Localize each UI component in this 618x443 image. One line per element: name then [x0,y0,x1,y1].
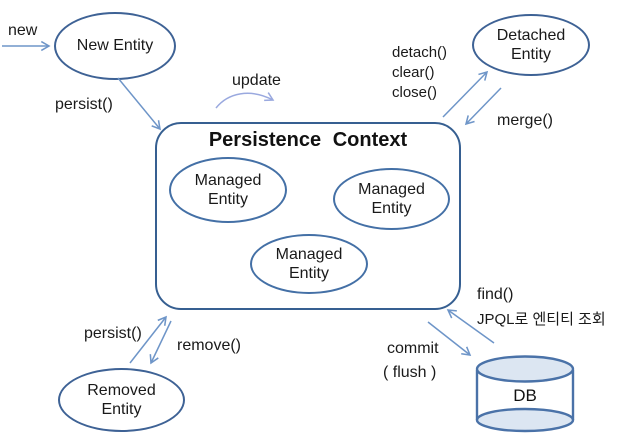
managed-entity-label: Managed Entity [358,180,425,217]
removed-entity-label: Removed Entity [87,381,156,418]
remove-arrow [149,320,172,365]
find-label: find() [477,286,514,303]
db-label: DB [513,386,537,405]
clear-label: clear() [392,64,435,81]
managed-entity-node-1: Managed Entity [169,157,287,223]
new-label: new [8,22,38,39]
removed-entity-node: Removed Entity [58,368,185,432]
detached-entity-label: Detached Entity [496,26,566,63]
database-cylinder: DB [474,353,576,437]
remove-label: remove() [177,337,242,354]
persistence-context-title: Persistence Context [208,129,408,151]
new-entity-label: New Entity [76,37,154,55]
new-entity-node: New Entity [54,12,176,80]
managed-entity-label: Managed Entity [194,171,262,208]
flush-label: ( flush ) [383,364,437,381]
detached-entity-node: Detached Entity [472,14,590,76]
update-arrow [215,92,275,109]
database-cylinder-shape [475,355,575,433]
persist-top-label: persist() [55,96,113,113]
commit-label: commit [387,340,439,357]
managed-entity-label: Managed Entity [275,245,343,282]
detach-arrow [442,70,489,118]
update-label: update [232,72,281,89]
managed-entity-node-2: Managed Entity [333,168,450,230]
persist-top-arrow [117,77,161,131]
managed-entity-node-3: Managed Entity [250,234,368,294]
jpql-label: JPQL로 엔티티 조회 [477,311,606,328]
persist-bottom-label: persist() [84,325,142,342]
detach-label: detach() [392,44,448,61]
detach-clear-close-label: detach() clear() close() [392,43,447,103]
merge-label: merge() [497,112,554,129]
close-label: close() [392,84,438,101]
merge-arrow [464,87,502,126]
